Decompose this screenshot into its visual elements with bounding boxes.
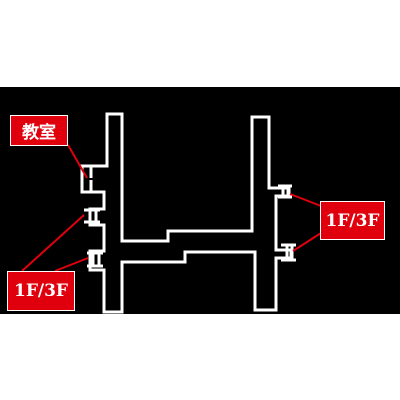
floor-left-leader-line-2: [54, 257, 89, 272]
building-outline: [80, 112, 293, 314]
right-stair-upper: [278, 184, 292, 199]
floor-label-right: 1F/3F: [320, 201, 385, 240]
floor-label-left: 1F/3F: [7, 271, 75, 311]
floor-right-leader-line-2: [292, 232, 322, 252]
floor-left-leader-line-1: [21, 214, 85, 272]
classroom-leader-line: [67, 144, 88, 179]
left-stair-lower: [87, 251, 103, 268]
right-stair-lower: [281, 243, 296, 262]
classroom-label: 教室: [10, 115, 68, 146]
left-stair-upper: [84, 208, 100, 224]
floor-right-leader-line-1: [289, 193, 322, 207]
